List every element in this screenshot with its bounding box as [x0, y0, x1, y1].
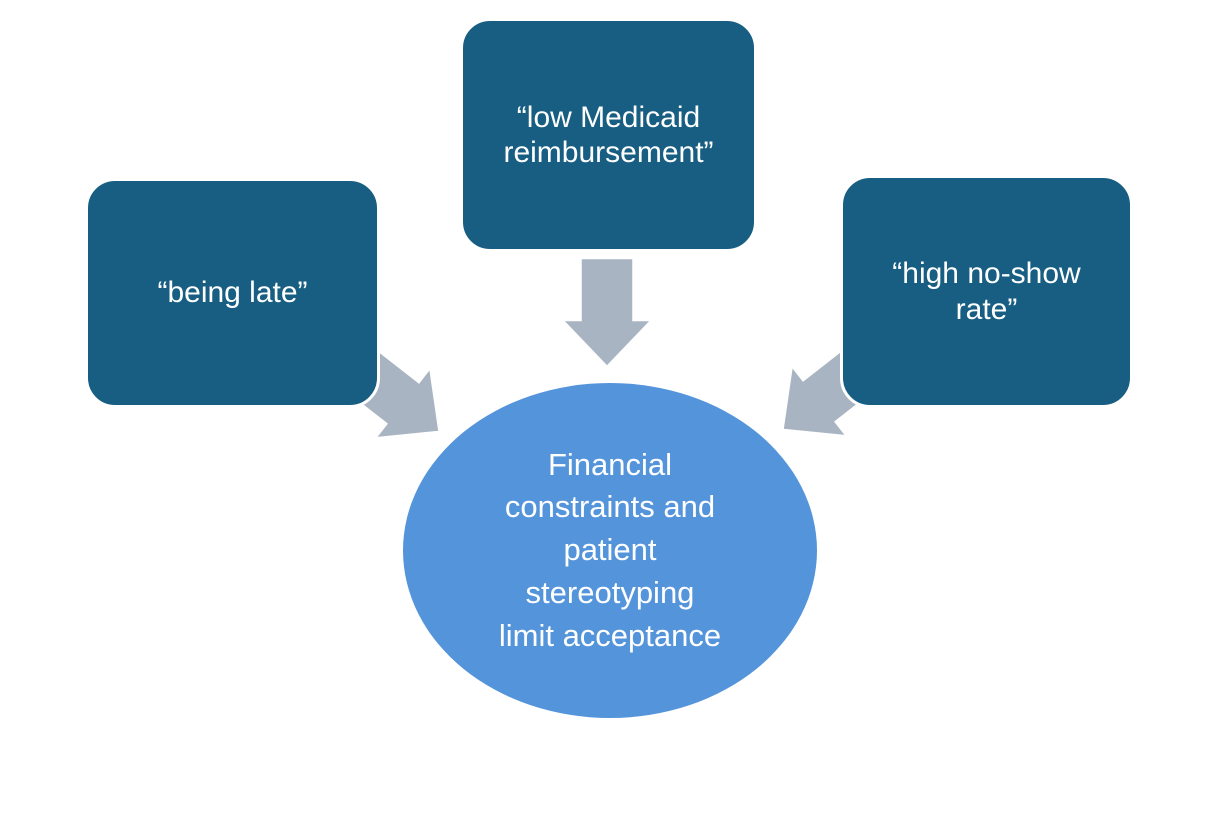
center-label: Financial constraints and patient stereo…	[498, 446, 722, 653]
cause-label-top: “low Medicaid reimbursement”	[503, 100, 714, 169]
cause-box-right: “high no-show rate”	[840, 175, 1133, 408]
cause-label-left: “being late”	[157, 276, 308, 310]
arrow-top-to-center-icon	[559, 256, 655, 369]
center-ellipse: Financial constraints and patient stereo…	[403, 383, 817, 718]
cause-box-left: “being late”	[85, 178, 380, 408]
cause-box-top: “low Medicaid reimbursement”	[460, 18, 757, 252]
cause-label-right: “high no-show rate”	[892, 257, 1081, 326]
